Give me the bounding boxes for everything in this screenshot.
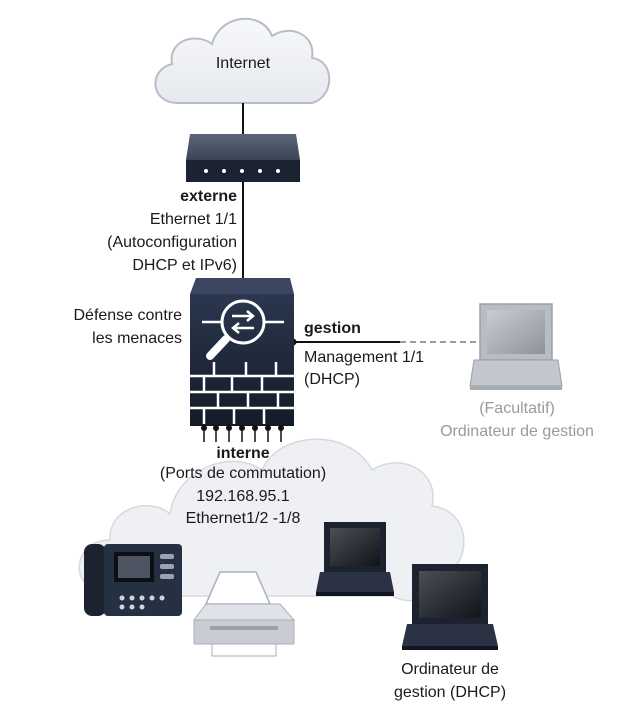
laptop-icon [316,522,394,596]
inside-ip-label: 192.168.95.1 [196,488,290,505]
optional-pc-label-line2: Ordinateur de gestion [440,423,594,440]
inside-interface-name: interne [216,445,270,462]
ip-phone-icon [84,544,182,616]
management-mode-label: (DHCP) [304,371,360,388]
inside-range-label: Ethernet1/2 -1/8 [185,510,301,527]
management-port-label: Management 1/1 [304,349,425,366]
internet-cloud-icon [154,17,331,104]
printer-icon [193,571,296,657]
outside-interface-name: externe [180,188,237,205]
optional-laptop-icon [469,303,563,390]
dhcp-pc-label-line2: gestion (DHCP) [393,684,507,701]
inside-ports-label: (Ports de commutation) [159,465,327,482]
threat-defense-label-line1: Défense contre [73,307,182,324]
firewall-icon [190,278,294,442]
internet-label: Internet [215,55,271,72]
management-interface-name: gestion [304,320,361,337]
outside-port-label: Ethernet 1/1 [149,211,237,228]
router-icon [186,134,300,182]
outside-mode-line1: (Autoconfiguration [107,234,237,251]
dhcp-pc-label-line1: Ordinateur de [401,661,499,678]
management-laptop-icon [402,564,498,650]
outside-mode-line2: DHCP et IPv6) [132,257,237,274]
threat-defense-label-line2: les menaces [92,330,182,347]
optional-pc-label-line1: (Facultatif) [479,400,555,417]
